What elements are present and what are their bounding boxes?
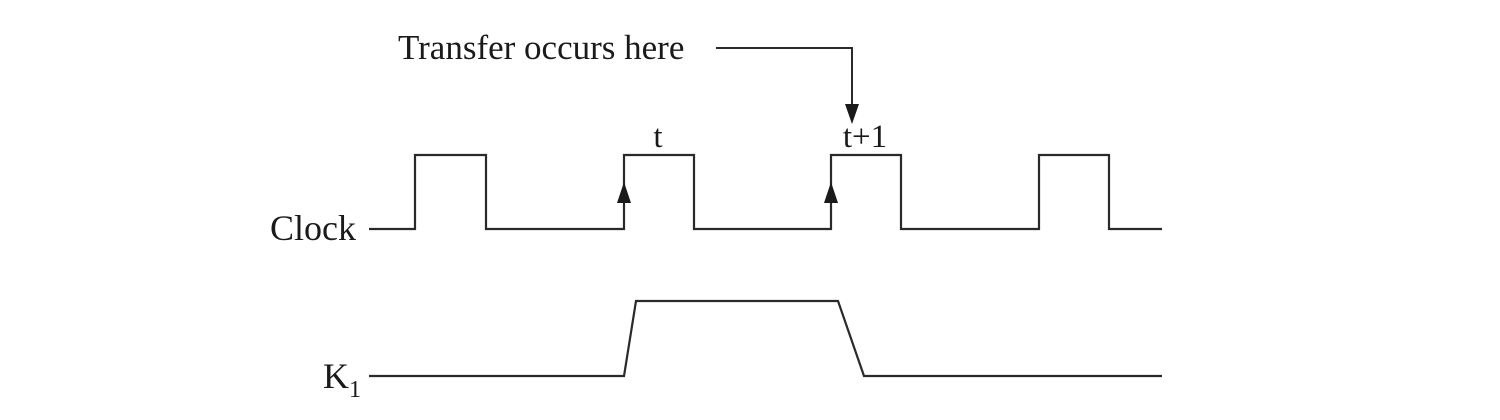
k1-waveform: [369, 299, 1162, 378]
annotation-arrowhead: [845, 104, 859, 124]
annotation-text: Transfer occurs here: [398, 28, 684, 67]
clock-signal-label: Clock: [270, 208, 356, 248]
k1-label-subscript: 1: [349, 377, 361, 403]
k1-label-main: K: [323, 356, 349, 396]
annotation-leader-line: [716, 47, 853, 108]
k1-signal-label: K1: [323, 356, 361, 403]
clock-waveform: [369, 153, 1162, 231]
clock-edge-label-t: t: [653, 119, 662, 155]
rising-edge-arrow-t-plus-1: [824, 182, 838, 203]
clock-edge-label-t-plus-1: t+1: [843, 119, 887, 155]
rising-edge-arrow-t: [617, 182, 631, 203]
